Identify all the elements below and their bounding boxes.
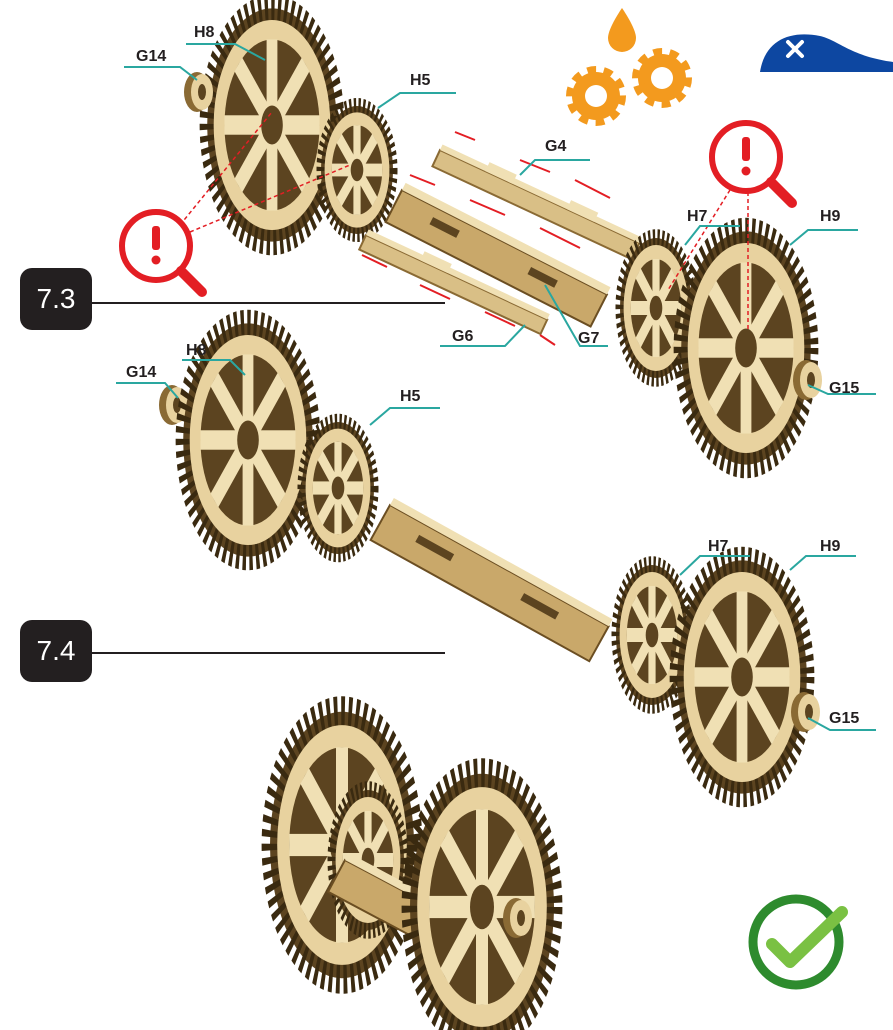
h7-gear-mid — [616, 565, 688, 705]
g15-spacer-mid — [791, 692, 820, 732]
magnifier-warning-icon — [712, 123, 792, 203]
check-circle-icon — [753, 899, 842, 985]
step-line-7-3 — [92, 302, 445, 304]
part-label-h5: H5 — [400, 388, 420, 406]
h5-gear-top — [321, 106, 393, 234]
part-label-g15: G15 — [829, 710, 859, 728]
part-label-h7: H7 — [708, 538, 728, 556]
g15-spacer-top — [793, 360, 822, 400]
part-label-g6: G6 — [452, 328, 473, 346]
magnifier-warning-icon — [122, 212, 202, 292]
h5-gear-mid — [302, 422, 374, 554]
part-label-h8: H8 — [194, 24, 214, 42]
close-icon[interactable] — [760, 34, 893, 72]
h9-gear-top — [681, 231, 811, 464]
h9-gear-mid — [677, 560, 807, 793]
part-label-g14: G14 — [126, 364, 156, 382]
part-label-g14: G14 — [136, 48, 166, 66]
axle-assembled — [371, 498, 613, 661]
h7-gear-top — [620, 238, 692, 378]
completed-assembly — [270, 712, 554, 1030]
oil-gears-icon — [572, 8, 686, 120]
step-badge-7-4: 7.4 — [20, 620, 92, 682]
part-label-h8: H8 — [186, 342, 206, 360]
step-badge-7-3: 7.3 — [20, 268, 92, 330]
part-label-h9: H9 — [820, 208, 840, 226]
part-label-g4: G4 — [545, 138, 566, 156]
g14-spacer-top — [184, 72, 213, 112]
part-label-g7: G7 — [578, 330, 599, 348]
part-label-g15: G15 — [829, 380, 859, 398]
step-line-7-4 — [92, 652, 445, 654]
part-label-h5: H5 — [410, 72, 430, 90]
part-label-h7: H7 — [687, 208, 707, 226]
part-label-h9: H9 — [820, 538, 840, 556]
